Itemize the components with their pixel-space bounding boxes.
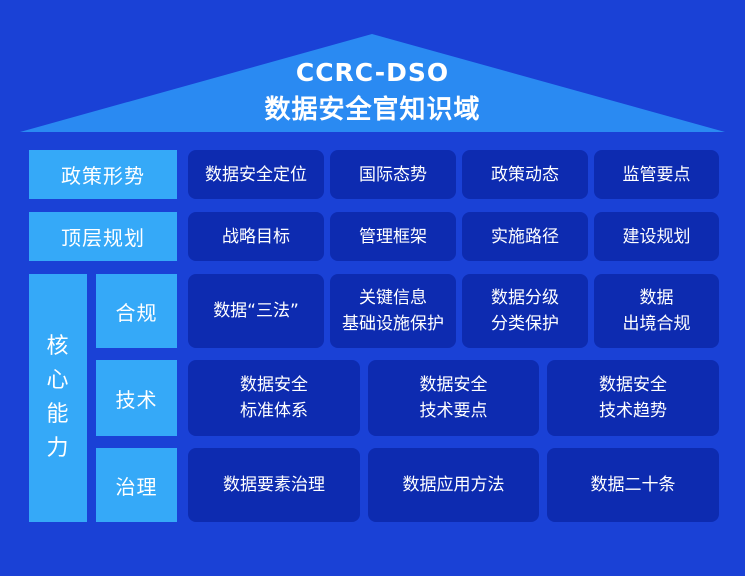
cell-technology-1: 数据安全 标准体系 — [188, 360, 360, 436]
title-line-1: CCRC-DSO — [295, 58, 450, 87]
cell-governance-1: 数据要素治理 — [188, 448, 360, 522]
cell-policy-3: 政策动态 — [462, 150, 588, 199]
cell-toplevel-2: 管理框架 — [330, 212, 456, 261]
cell-policy-4: 监管要点 — [594, 150, 719, 199]
cell-governance-2: 数据应用方法 — [368, 448, 539, 522]
row-label-governance: 治理 — [96, 448, 177, 522]
cell-technology-2: 数据安全 技术要点 — [368, 360, 539, 436]
row-label-compliance: 合规 — [96, 274, 177, 348]
row-label-technology: 技术 — [96, 360, 177, 436]
cell-compliance-4: 数据 出境合规 — [594, 274, 719, 348]
house-roof — [20, 34, 725, 132]
cell-technology-3: 数据安全 技术趋势 — [547, 360, 719, 436]
cell-compliance-3: 数据分级 分类保护 — [462, 274, 588, 348]
title-line-2: 数据安全官知识域 — [264, 95, 481, 125]
cell-governance-3: 数据二十条 — [547, 448, 719, 522]
row-label-toplevel: 顶层规划 — [29, 212, 177, 261]
core-char-3: 能 — [46, 402, 70, 427]
cell-toplevel-3: 实施路径 — [462, 212, 588, 261]
core-char-2: 心 — [46, 368, 70, 393]
core-capability-label: 核 心 能 力 — [29, 274, 87, 522]
row-label-policy: 政策形势 — [29, 150, 177, 199]
cell-compliance-1: 数据“三法” — [188, 274, 324, 348]
cell-policy-1: 数据安全定位 — [188, 150, 324, 199]
core-char-1: 核 — [46, 334, 70, 359]
cell-policy-2: 国际态势 — [330, 150, 456, 199]
cell-toplevel-4: 建设规划 — [594, 212, 719, 261]
roof-triangle — [20, 34, 725, 132]
cell-toplevel-1: 战略目标 — [188, 212, 324, 261]
cell-compliance-2: 关键信息 基础设施保护 — [330, 274, 456, 348]
core-char-4: 力 — [46, 436, 70, 461]
